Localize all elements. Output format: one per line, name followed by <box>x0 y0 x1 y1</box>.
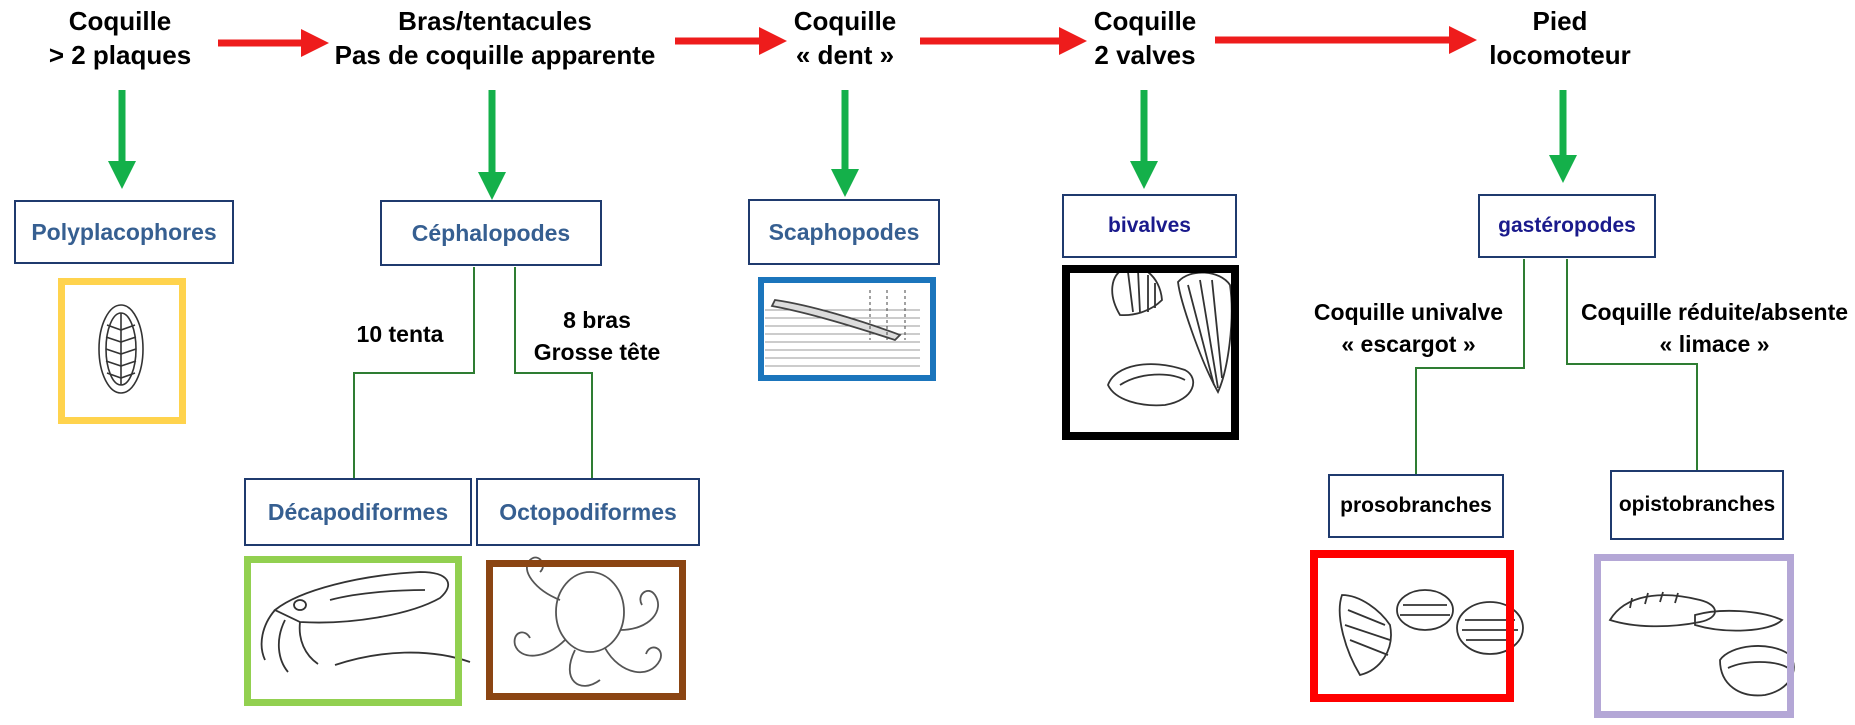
key-3-line2: « dent » <box>770 38 920 72</box>
box-polyplacophores: Polyplacophores <box>14 200 234 264</box>
label-coquille-univalve: Coquille univalve « escargot » <box>1296 296 1521 360</box>
label-reduite-line2: « limace » <box>1577 328 1852 360</box>
box-scaphopodes: Scaphopodes <box>748 199 940 265</box>
key-coquille-dent: Coquille « dent » <box>770 4 920 72</box>
key-2-line1: Bras/tentacules <box>320 4 670 38</box>
box-gasteropodes: gastéropodes <box>1478 194 1656 258</box>
frame-scaphopodes <box>758 277 936 381</box>
box-decapodiformes: Décapodiformes <box>244 478 472 546</box>
key-4-line2: 2 valves <box>1070 38 1220 72</box>
box-opistobranches: opistobranches <box>1610 470 1784 540</box>
connector-prosobranches <box>1416 259 1524 474</box>
connector-decapodiformes <box>354 267 474 478</box>
box-bivalves: bivalves <box>1062 194 1237 258</box>
key-1-line1: Coquille <box>20 4 220 38</box>
frame-decapodiformes <box>244 556 462 706</box>
box-cephalopodes: Céphalopodes <box>380 200 602 266</box>
frame-octopodiformes <box>486 560 686 700</box>
key-2-line2: Pas de coquille apparente <box>320 38 670 72</box>
box-prosobranches: prosobranches <box>1328 474 1504 538</box>
label-univalve-line2: « escargot » <box>1296 328 1521 360</box>
key-1-line2: > 2 plaques <box>20 38 220 72</box>
key-5-line1: Pied <box>1470 4 1650 38</box>
label-reduite-line1: Coquille réduite/absente <box>1577 296 1852 328</box>
connector-octopodiformes <box>515 267 592 478</box>
key-pied-locomoteur: Pied locomoteur <box>1470 4 1650 72</box>
frame-bivalves <box>1062 265 1239 440</box>
frame-opistobranches <box>1594 554 1794 718</box>
connector-opistobranches <box>1567 259 1697 470</box>
label-huit-bras-line1: 8 bras <box>512 304 682 336</box>
label-univalve-line1: Coquille univalve <box>1296 296 1521 328</box>
key-coquille-plaques: Coquille > 2 plaques <box>20 4 220 72</box>
key-4-line1: Coquille <box>1070 4 1220 38</box>
key-3-line1: Coquille <box>770 4 920 38</box>
key-bras-tentacules: Bras/tentacules Pas de coquille apparent… <box>320 4 670 72</box>
label-huit-bras-line2: Grosse tête <box>512 336 682 368</box>
label-dix-tenta: 10 tenta <box>330 318 470 350</box>
key-coquille-valves: Coquille 2 valves <box>1070 4 1220 72</box>
box-octopodiformes: Octopodiformes <box>476 478 700 546</box>
frame-polyplacophores <box>58 278 186 424</box>
label-coquille-reduite: Coquille réduite/absente « limace » <box>1577 296 1852 360</box>
key-5-line2: locomoteur <box>1470 38 1650 72</box>
frame-prosobranches <box>1310 550 1514 702</box>
label-huit-bras: 8 bras Grosse tête <box>512 304 682 368</box>
